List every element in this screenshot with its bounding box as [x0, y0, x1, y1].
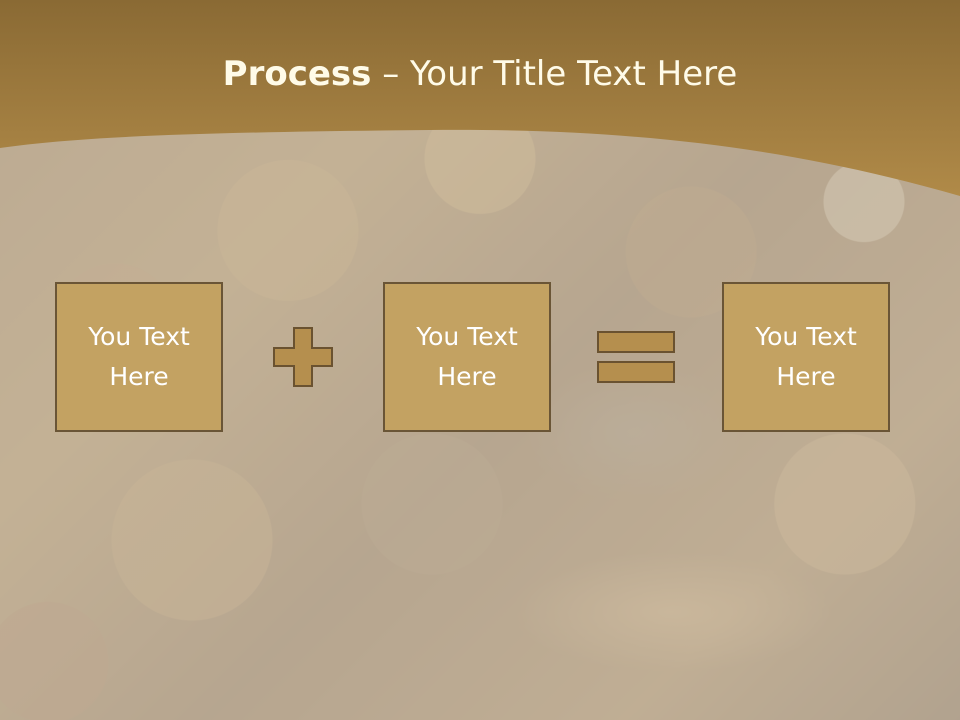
process-box-1[interactable]: You Text Here [55, 282, 223, 432]
title-separator: – [371, 54, 411, 94]
title-bold: Process [222, 54, 372, 94]
process-box-3[interactable]: You Text Here [722, 282, 890, 432]
process-box-1-text: You Text Here [88, 322, 190, 391]
equals-icon [597, 331, 675, 383]
process-box-2[interactable]: You Text Here [383, 282, 551, 432]
header-band [0, 0, 960, 196]
plus-icon [273, 327, 333, 387]
process-box-2-text: You Text Here [416, 322, 518, 391]
slide-title: Process – Your Title Text Here [0, 54, 960, 94]
process-box-3-text: You Text Here [755, 322, 857, 391]
title-text: Your Title Text Here [410, 54, 738, 94]
